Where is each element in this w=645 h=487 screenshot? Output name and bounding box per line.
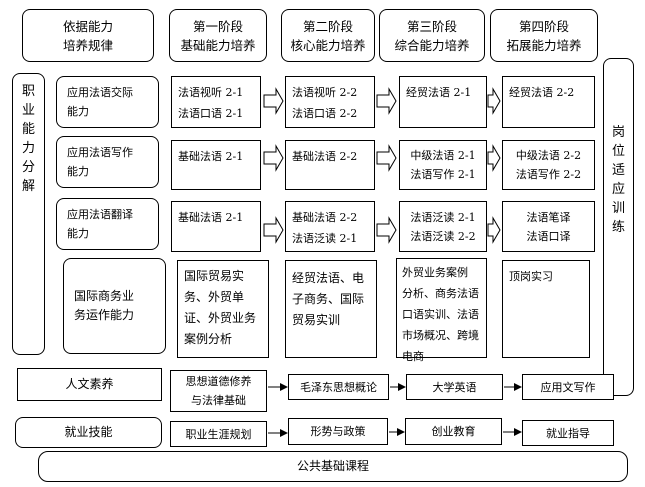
course-r1-s3-text: 经贸法语 2-1	[406, 86, 472, 99]
course-r1-s4-text: 经贸法语 2-2	[509, 86, 575, 99]
public-basic-courses-label: 公共基础课程	[296, 459, 369, 473]
course-r1-s3: 经贸法语 2-1	[399, 76, 487, 128]
employment-course-4: 就业指导	[522, 420, 614, 446]
stage-4-header: 第四阶段 拓展能力培养	[490, 9, 598, 62]
course-r3-s3-text: 法语泛读 2-1 法语泛读 2-2	[410, 210, 476, 243]
employment-course-3-text: 创业教育	[431, 425, 476, 438]
course-r4-s4: 顶岗实习	[502, 260, 590, 358]
block-arrow-r2-3	[487, 144, 501, 172]
block-arrow-r2-1	[263, 144, 284, 172]
stage-1-label: 第一阶段 基础能力培养	[180, 18, 256, 53]
course-r4-s2: 经贸法语、电 子商务、国际 贸易实训	[285, 260, 377, 358]
block-arrow-r3-2	[376, 216, 397, 244]
course-r4-s3: 外贸业务案例 分析、商务法语 口语实训、法语 市场概况、跨境 电商	[396, 258, 487, 363]
header-corner-label: 依据能力 培养规律	[62, 18, 113, 53]
course-r2-s2-text: 基础法语 2-2	[292, 150, 358, 163]
humanities-course-4-text: 应用文写作	[540, 380, 596, 394]
stage-2-label: 第二阶段 核心能力培养	[290, 18, 366, 53]
course-r3-s2-text: 基础法语 2-2 法语泛读 2-1	[292, 211, 358, 245]
ability-communication: 应用法语交际 能力	[56, 76, 159, 128]
course-r2-s4: 中级法语 2-2 法语写作 2-2	[502, 140, 595, 190]
course-r3-s1: 基础法语 2-1	[171, 201, 261, 252]
humanities-course-3-text: 大学英语	[432, 380, 477, 394]
stage-3-header: 第三阶段 综合能力培养	[379, 9, 485, 62]
stage-1-header: 第一阶段 基础能力培养	[169, 9, 267, 62]
humanities-course-4: 应用文写作	[522, 374, 614, 400]
employment-course-2: 形势与政策	[288, 418, 388, 445]
humanities-label: 人文素养	[65, 377, 114, 391]
humanities-course-2-text: 毛泽东思想概论	[300, 380, 377, 394]
post-training-label: 岗位适应训练	[611, 125, 625, 235]
course-r3-s2: 基础法语 2-2 法语泛读 2-1	[285, 201, 375, 252]
ability-translation: 应用法语翻译 能力	[56, 198, 159, 250]
course-r3-s1-text: 基础法语 2-1	[178, 211, 244, 224]
employment-course-4-text: 就业指导	[546, 426, 590, 440]
course-r1-s1: 法语视听 2-1 法语口语 2-1	[171, 76, 261, 128]
block-arrow-r1-2	[376, 87, 397, 115]
header-corner: 依据能力 培养规律	[22, 9, 154, 62]
block-arrow-r3-3	[487, 216, 501, 244]
ability-writing-label: 应用法语写作 能力	[67, 146, 133, 178]
course-r2-s2: 基础法语 2-2	[285, 140, 375, 190]
stage-4-label: 第四阶段 拓展能力培养	[506, 18, 582, 53]
humanities-course-2: 毛泽东思想概论	[288, 374, 389, 400]
block-arrow-r3-1	[263, 216, 284, 244]
post-training-label-box: 岗位适应训练	[603, 58, 634, 396]
course-r2-s1-text: 基础法语 2-1	[178, 150, 244, 163]
employment-course-2-text: 形势与政策	[310, 425, 366, 438]
course-r1-s1-text: 法语视听 2-1 法语口语 2-1	[178, 86, 244, 120]
course-r2-s3-text: 中级法语 2-1 法语写作 2-1	[410, 149, 476, 181]
ability-communication-label: 应用法语交际 能力	[67, 86, 133, 118]
stage-3-label: 第三阶段 综合能力培养	[394, 18, 470, 53]
employment-course-3: 创业教育	[405, 418, 502, 445]
humanities-label-box: 人文素养	[17, 368, 162, 401]
block-arrow-r1-1	[263, 87, 284, 115]
public-basic-courses: 公共基础课程	[38, 451, 628, 482]
course-r2-s3: 中级法语 2-1 法语写作 2-1	[399, 140, 487, 190]
course-r3-s4-text: 法语笔译 法语口译	[526, 210, 571, 243]
course-r1-s4: 经贸法语 2-2	[502, 76, 595, 128]
block-arrow-r1-3	[487, 87, 501, 115]
ability-business-label: 国际商务业 务运作能力	[74, 289, 135, 322]
employment-course-1: 职业生涯规划	[170, 421, 267, 447]
course-r4-s1: 国际贸易实 务、外贸单 证、外贸业务 案例分析	[177, 260, 269, 358]
course-r1-s2-text: 法语视听 2-2 法语口语 2-2	[292, 86, 358, 120]
humanities-course-1-text: 思想道德修养 与法律基础	[185, 375, 252, 407]
course-r4-s2-text: 经贸法语、电 子商务、国际 贸易实训	[292, 271, 365, 327]
course-r3-s4: 法语笔译 法语口译	[502, 201, 595, 252]
course-r4-s3-text: 外贸业务案例 分析、商务法语 口语实训、法语 市场概况、跨境 电商	[402, 266, 479, 363]
ability-translation-label: 应用法语翻译 能力	[67, 208, 133, 240]
course-r3-s3: 法语泛读 2-1 法语泛读 2-2	[399, 201, 487, 252]
ability-writing: 应用法语写作 能力	[56, 136, 159, 188]
humanities-course-1: 思想道德修养 与法律基础	[170, 370, 267, 412]
stage-2-header: 第二阶段 核心能力培养	[281, 9, 375, 62]
employment-label: 就业技能	[64, 425, 113, 439]
ability-business: 国际商务业 务运作能力	[63, 258, 166, 354]
course-r2-s1: 基础法语 2-1	[171, 140, 261, 190]
employment-course-1-text: 职业生涯规划	[185, 427, 252, 441]
course-r4-s4-text: 顶岗实习	[509, 270, 553, 283]
course-r2-s4-text: 中级法语 2-2 法语写作 2-2	[515, 149, 582, 181]
block-arrow-r2-2	[376, 144, 397, 172]
vocational-ability-label-box: 职业能力分解	[12, 73, 45, 355]
employment-label-box: 就业技能	[15, 417, 162, 448]
vocational-ability-label: 职业能力分解	[21, 84, 35, 194]
humanities-course-3: 大学英语	[406, 374, 503, 400]
course-r4-s1-text: 国际贸易实 务、外贸单 证、外贸业务 案例分析	[184, 269, 257, 346]
course-r1-s2: 法语视听 2-2 法语口语 2-2	[285, 76, 375, 128]
